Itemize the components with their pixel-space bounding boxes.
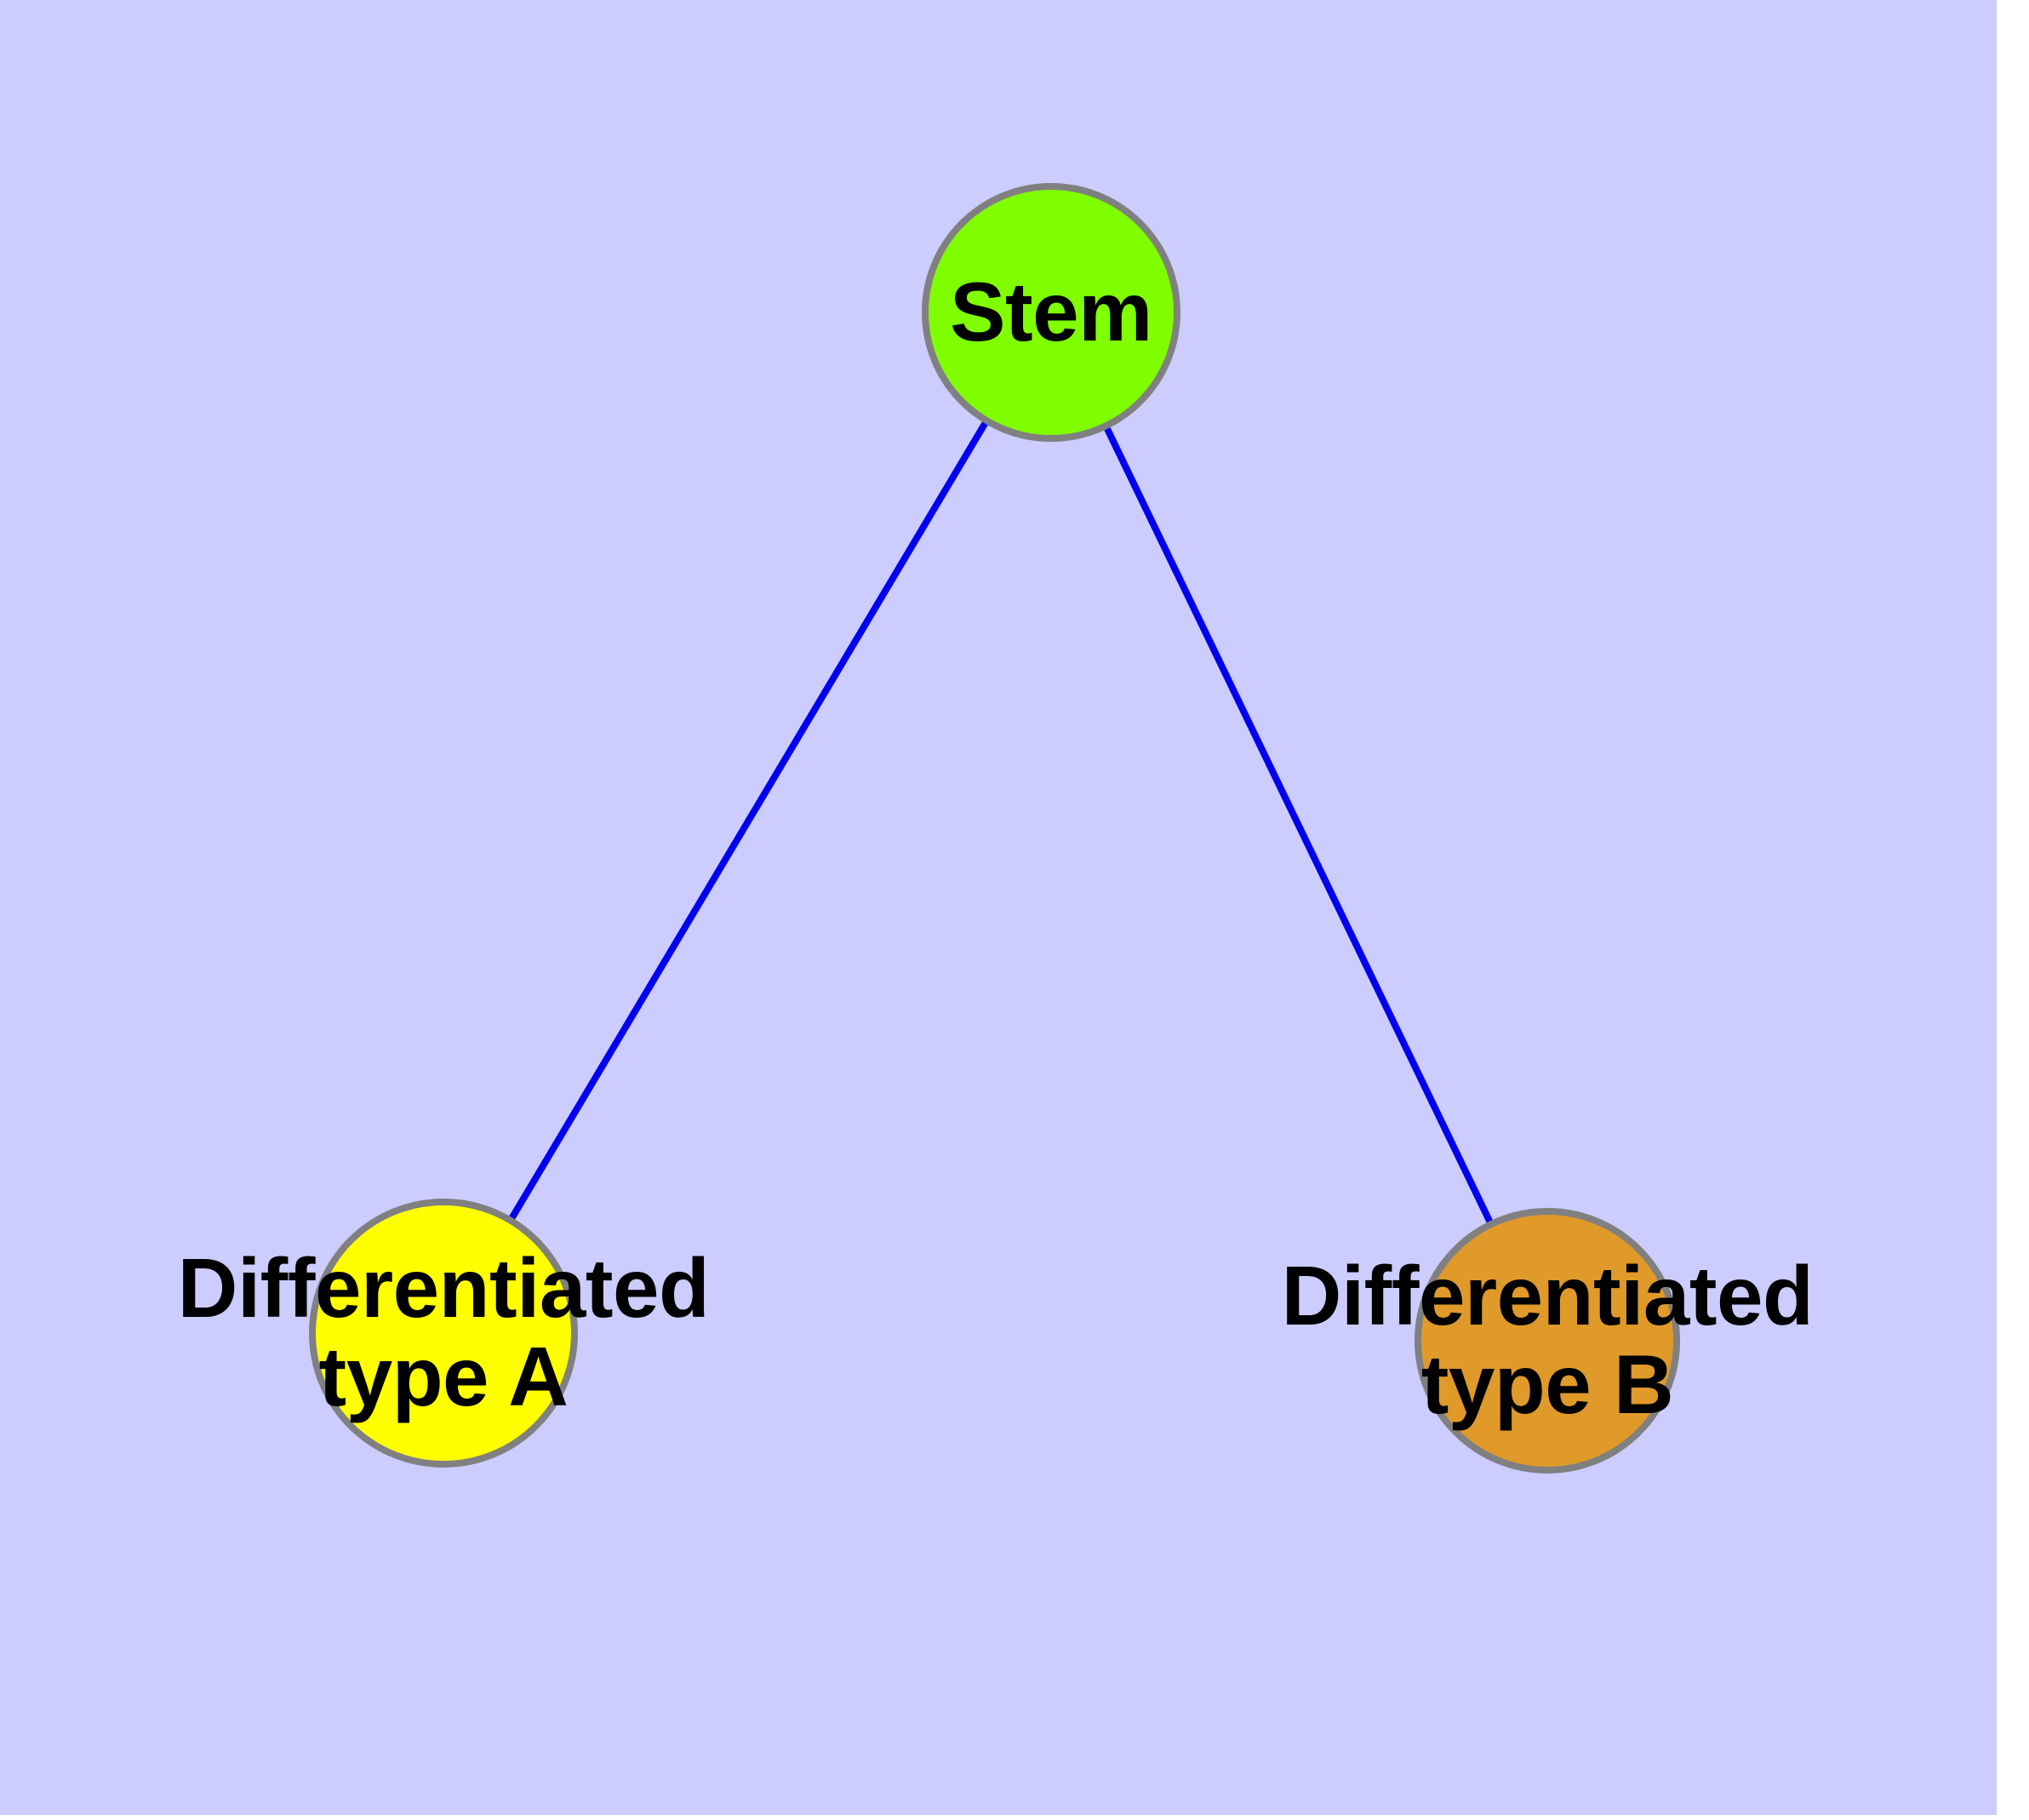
node-diff-b[interactable] [1415, 1208, 1680, 1474]
node-stem[interactable] [922, 183, 1180, 442]
edge-stem-to-diff-a[interactable] [440, 310, 1055, 1336]
edge-stem-to-diff-b[interactable] [1048, 311, 1551, 1342]
node-diff-a[interactable] [309, 1199, 578, 1468]
node-layer [309, 183, 1680, 1474]
edge-layer [440, 310, 1551, 1342]
